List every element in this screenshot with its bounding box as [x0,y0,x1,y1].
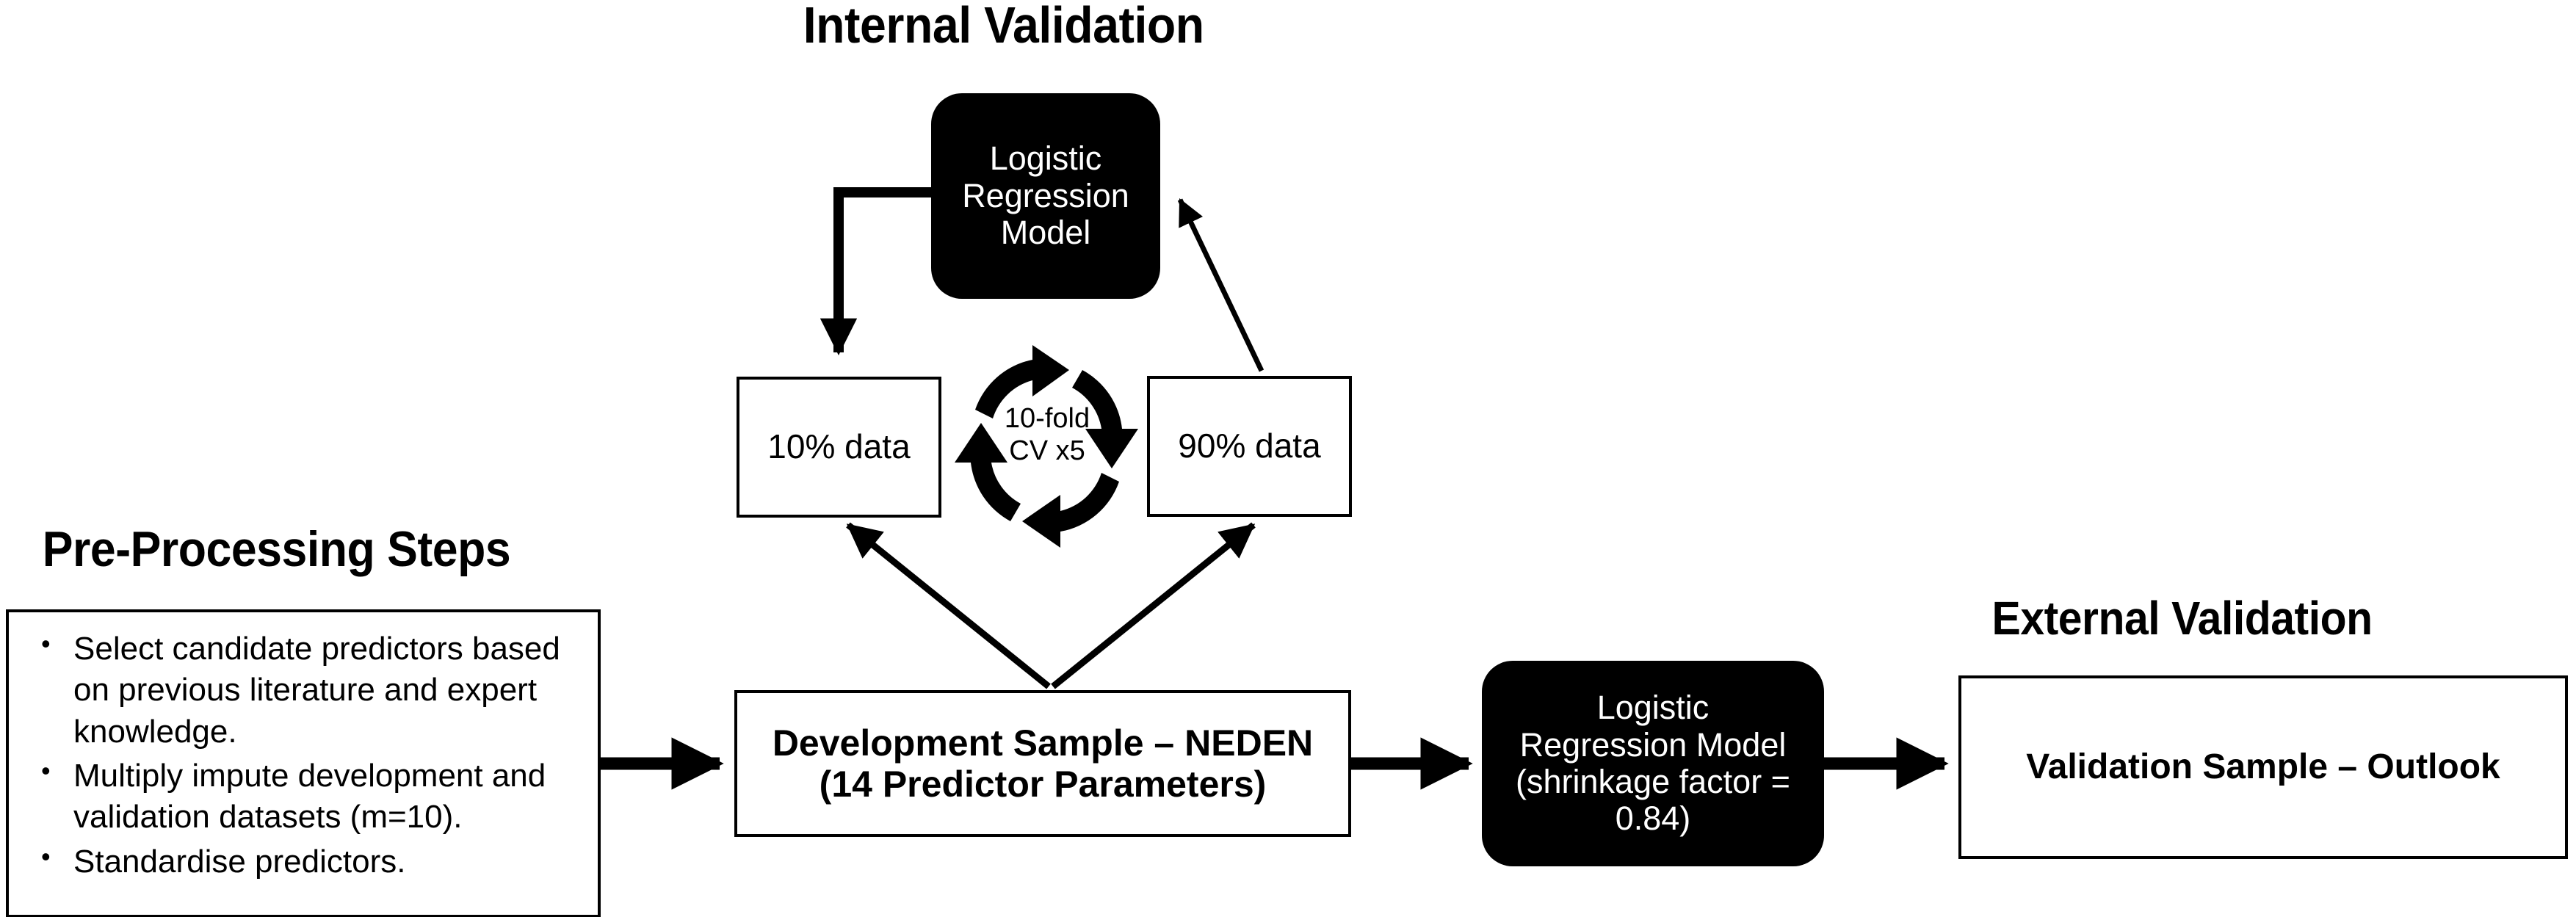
preprocessing-steps-box: Select candidate predictors based on pre… [6,609,601,917]
development-sample-box: Development Sample – NEDEN (14 Predictor… [734,690,1351,837]
cycle-label: 10-fold CV x5 [1004,403,1090,467]
internal-logistic-regression-model-box: Logistic Regression Model [931,93,1160,299]
node-label: Development Sample – NEDEN (14 Predictor… [772,722,1314,805]
list-item: Select candidate predictors based on pre… [41,627,579,753]
preprocessing-title: Pre-Processing Steps [42,521,511,577]
edge-lr-internal-to-data-10 [820,187,931,356]
external-validation-title: External Validation [1991,592,2373,645]
node-label: Logistic Regression Model [962,139,1129,252]
final-logistic-regression-model-box: Logistic Regression Model (shrinkage fac… [1482,661,1824,866]
list-item: Standardise predictors. [41,840,579,882]
node-label: 90% data [1178,427,1321,465]
preprocessing-bullet-list: Select candidate predictors based on pre… [28,627,579,885]
validation-sample-box: Validation Sample – Outlook [1958,675,2568,859]
data-10-percent-box: 10% data [737,377,941,518]
internal-validation-title: Internal Validation [803,0,1204,54]
node-label: Validation Sample – Outlook [2026,747,2500,787]
data-90-percent-box: 90% data [1147,376,1352,517]
edge-data-90-to-lr-internal [1177,198,1265,372]
node-label: 10% data [767,427,911,466]
cycle-refresh-icon [955,345,1138,548]
node-label: Logistic Regression Model (shrinkage fac… [1516,689,1790,838]
list-item: Multiply impute development and validati… [41,754,579,838]
